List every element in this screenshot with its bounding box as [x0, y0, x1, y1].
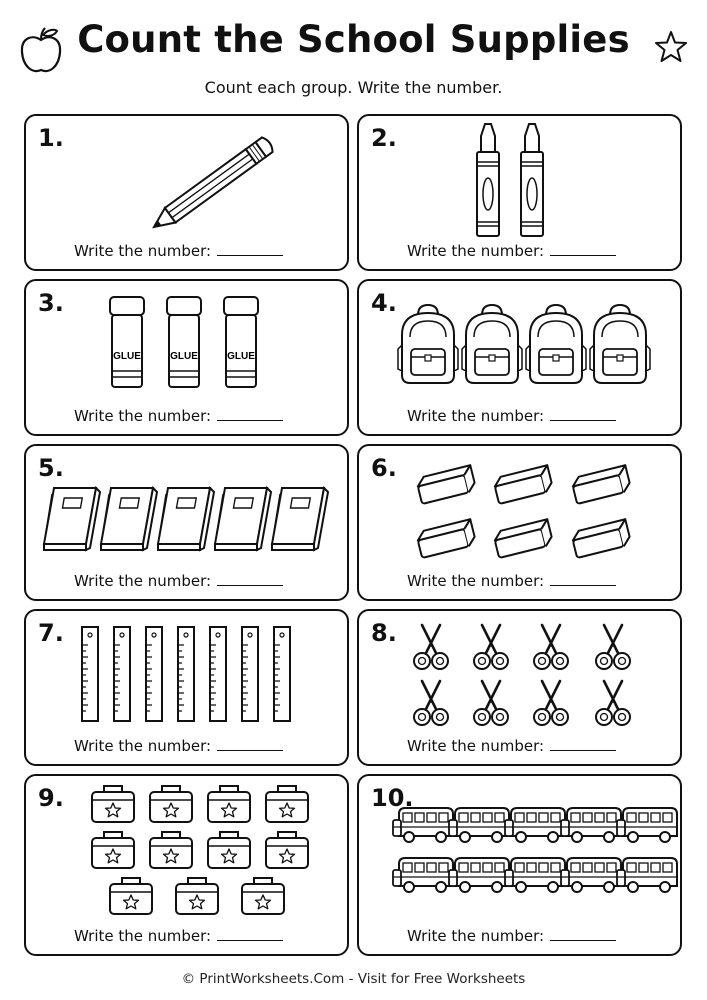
answer-blank[interactable] [217, 408, 284, 421]
problem-card-8: 8. Write the number: [357, 609, 682, 766]
answer-line[interactable]: Write the number: [74, 407, 284, 425]
answer-line[interactable]: Write the number: [407, 927, 617, 945]
problem-card-2: 2. Write the number: [357, 114, 682, 271]
answer-line[interactable]: Write the number: [74, 242, 284, 260]
problem-card-9: 9. Write the number: [24, 774, 349, 956]
glue-stick-icon: GLUE GLUE GLUE [109, 296, 259, 388]
answer-line[interactable]: Write the number: [407, 242, 617, 260]
apple-icon [20, 27, 62, 73]
problem-card-4: 4. Write the number: [357, 279, 682, 436]
glue-label: GLUE [113, 351, 141, 362]
glue-label: GLUE [170, 351, 198, 362]
answer-blank[interactable] [550, 408, 617, 421]
pencil-icon [152, 136, 274, 229]
star-icon [655, 31, 687, 62]
instructions: Count each group. Write the number. [204, 78, 503, 97]
answer-blank[interactable] [217, 243, 284, 256]
problem-number: 2. [371, 124, 397, 152]
glue-label: GLUE [227, 351, 255, 362]
answer-line[interactable]: Write the number: [74, 927, 284, 945]
page-title: Count the School Supplies [77, 18, 630, 61]
answer-blank[interactable] [550, 928, 617, 941]
problem-card-7: 7. Write the number: [24, 609, 349, 766]
problem-card-3: 3. GLUE GLUE GLUE Write the number: [24, 279, 349, 436]
problem-card-1: 1. Write the number: [24, 114, 349, 271]
problem-number: 8. [371, 619, 397, 647]
problem-number: 5. [38, 454, 64, 482]
answer-line[interactable]: Write the number: [407, 572, 617, 590]
answer-line[interactable]: Write the number: [74, 572, 284, 590]
footer-credit: © PrintWorksheets.Com - Visit for Free W… [181, 971, 526, 987]
problem-number: 1. [38, 124, 64, 152]
answer-blank[interactable] [550, 738, 617, 751]
answer-blank[interactable] [217, 573, 284, 586]
answer-blank[interactable] [550, 243, 617, 256]
answer-line[interactable]: Write the number: [74, 737, 284, 755]
answer-blank[interactable] [550, 573, 617, 586]
answer-blank[interactable] [217, 738, 284, 751]
answer-blank[interactable] [217, 928, 284, 941]
problem-card-6: 6. Write the number: [357, 444, 682, 601]
answer-line[interactable]: Write the number: [407, 407, 617, 425]
problem-number: 9. [38, 784, 64, 812]
problem-number: 7. [38, 619, 64, 647]
problem-card-10: 10. Write the number: [357, 774, 682, 956]
problem-number: 3. [38, 289, 64, 317]
problem-card-5: 5. Write the number: [24, 444, 349, 601]
problem-number: 6. [371, 454, 397, 482]
problem-number: 4. [371, 289, 397, 317]
answer-line[interactable]: Write the number: [407, 737, 617, 755]
